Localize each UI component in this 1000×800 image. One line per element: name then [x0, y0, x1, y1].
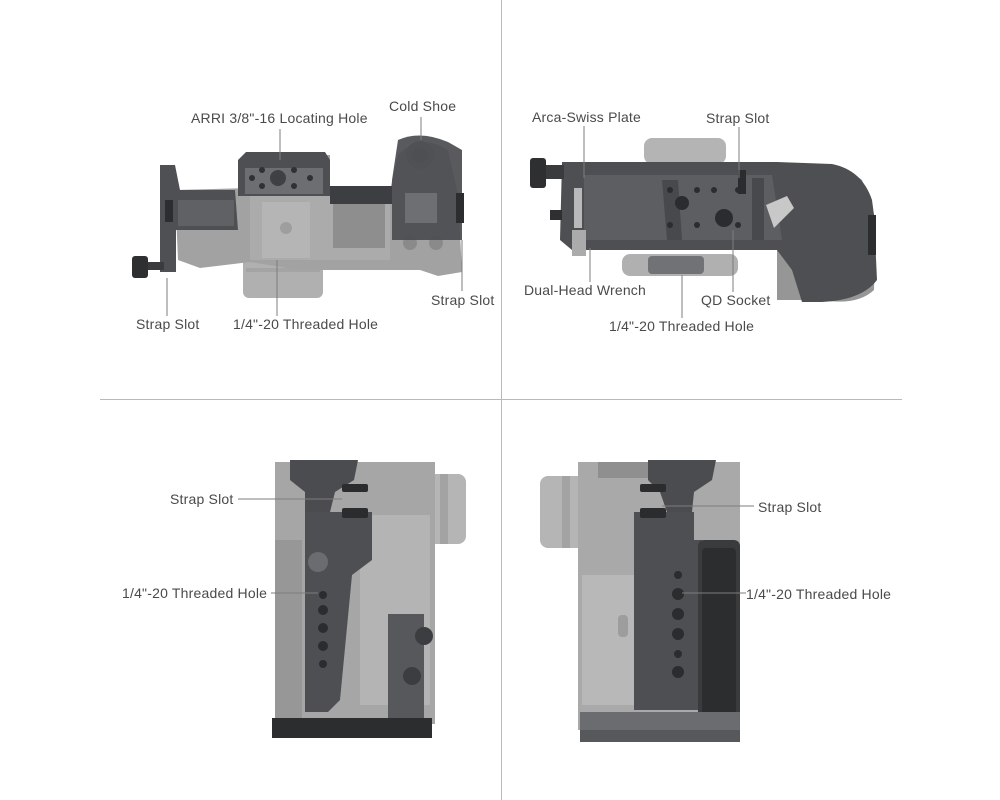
threaded-hole-label: 1/4"-20 Threaded Hole: [233, 316, 379, 332]
bottom-view-illustration: [530, 126, 877, 318]
right-strap-slot-label: Strap Slot: [758, 499, 822, 515]
qd-socket-label: QD Socket: [701, 292, 771, 308]
right-threaded-hole-label: 1/4"-20 Threaded Hole: [746, 586, 892, 602]
bottom-threaded-hole-label: 1/4"-20 Threaded Hole: [609, 318, 755, 334]
cold-shoe-label: Cold Shoe: [389, 98, 457, 114]
bottom-strap-slot-label: Strap Slot: [706, 110, 770, 126]
left-strap-slot-label: Strap Slot: [170, 491, 234, 507]
bottom-view-panel: Arca-Swiss Plate Strap Slot Dual-Head Wr…: [502, 0, 1000, 399]
top-view-panel: ARRI 3/8"-16 Locating Hole Cold Shoe Str…: [0, 0, 500, 399]
horizontal-divider: [100, 399, 902, 400]
left-side-illustration: [238, 460, 466, 738]
wrench-label: Dual-Head Wrench: [524, 282, 646, 298]
vertical-divider: [501, 0, 502, 800]
arca-plate-label: Arca-Swiss Plate: [532, 109, 642, 125]
strap-slot-left-label: Strap Slot: [136, 316, 200, 332]
left-threaded-hole-label: 1/4"-20 Threaded Hole: [122, 585, 268, 601]
left-side-view-panel: Strap Slot 1/4"-20 Threaded Hole: [0, 400, 500, 800]
strap-slot-right-label: Strap Slot: [431, 292, 495, 308]
arri-hole-label: ARRI 3/8"-16 Locating Hole: [191, 110, 368, 126]
top-view-illustration: [132, 117, 464, 316]
right-side-view-panel: Strap Slot 1/4"-20 Threaded Hole: [502, 400, 1000, 800]
right-side-illustration: [540, 460, 754, 742]
